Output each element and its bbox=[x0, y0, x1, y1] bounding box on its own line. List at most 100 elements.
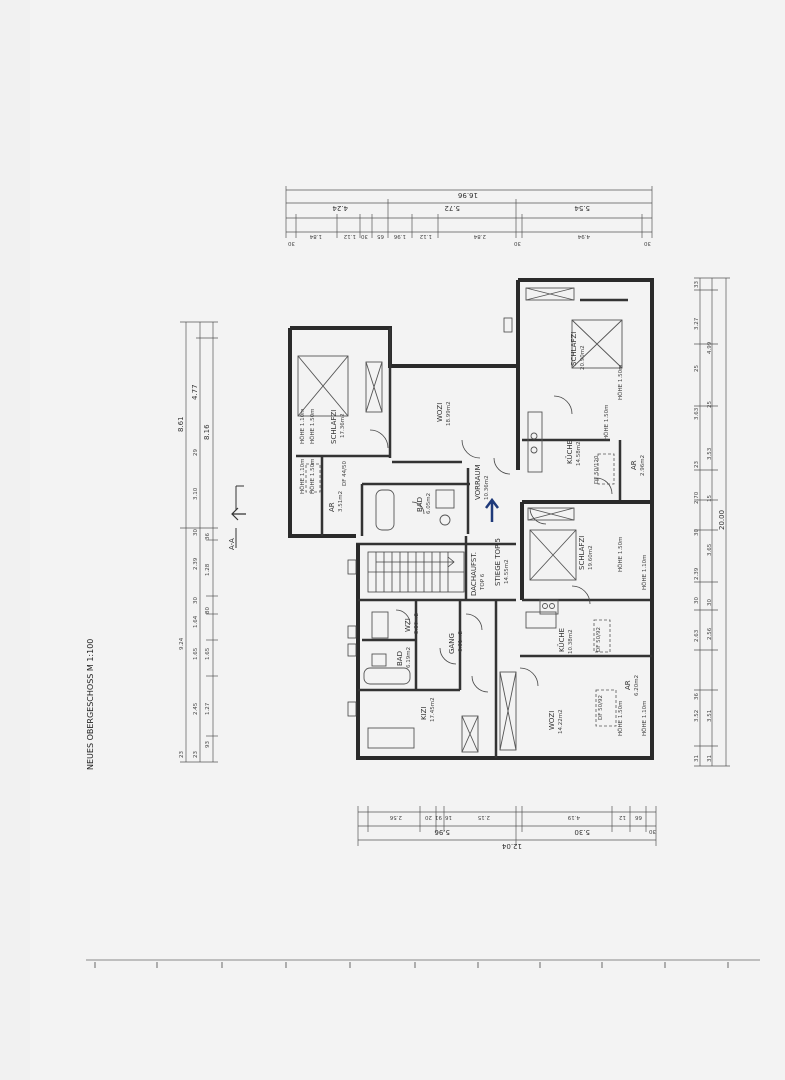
room-kueche-s-name: KÜCHE bbox=[557, 628, 566, 652]
room-stiege-area: 14.55m2 bbox=[504, 559, 510, 584]
room-ar-s-name: AR bbox=[624, 680, 632, 690]
room-wzi-name: WZI bbox=[404, 618, 412, 632]
dim-right-d: 3.53 bbox=[707, 447, 713, 460]
room-kizi-name: KIZI bbox=[420, 706, 428, 720]
room-schlafzi-e-h2: HÖHE 1.10m bbox=[641, 555, 648, 590]
dim-right-r3-d: 23 bbox=[694, 461, 700, 468]
dim-right-h: 2.63 bbox=[694, 629, 700, 642]
dim-right-i: 2.56 bbox=[707, 627, 713, 640]
room-schlafzi-nw-name: SCHLAFZI bbox=[330, 410, 338, 444]
room-wozi-n-name: WOZI bbox=[436, 403, 444, 422]
dimension-chain-left: 8.61 4.77 8.16 3.10 29 2.39 9.24 1.64 30… bbox=[177, 321, 218, 763]
room-schlafzi-ne-area: 20.90m2 bbox=[580, 345, 586, 370]
dim-top-row2-c: 5.54 bbox=[574, 204, 590, 212]
dim-right-r3-g: 30 bbox=[694, 597, 700, 604]
dim-right-r3-b: 25 bbox=[694, 365, 700, 372]
dim-left-row4-l: 93 bbox=[205, 741, 211, 748]
dim-left-row2-b: 8.16 bbox=[203, 424, 211, 440]
dim-left-row4-j: 2.45 bbox=[193, 702, 199, 715]
dim-top-row3-b: 1.12 bbox=[344, 233, 356, 239]
dim-right-j: 3.52 bbox=[694, 710, 700, 722]
dim-top-row3-h: 4.94 bbox=[577, 233, 590, 239]
section-label: A-A bbox=[228, 538, 236, 550]
dim-left-row4-d: 80 bbox=[205, 607, 211, 614]
room-labels: SCHLAFZI 17.36m2 HÖHE 1.10m HÖHE 1.50m W… bbox=[299, 332, 648, 736]
dim-bottom-row2-b: 5.30 bbox=[574, 828, 590, 836]
dim-left-overall: 8.61 bbox=[177, 416, 185, 432]
dim-left-row4-g: 36 bbox=[205, 533, 211, 540]
room-wozi-s-h1: HÖHE 1.50m bbox=[617, 701, 624, 736]
dim-right-overall: 20.00 bbox=[718, 510, 726, 530]
room-vorraum-area: 10.36m2 bbox=[484, 475, 490, 500]
room-dachaufst-name: DACHAUFST. bbox=[470, 552, 478, 596]
dim-bottom-r3-f: 4.19 bbox=[567, 814, 580, 820]
dim-bottom-r3-h: 66 bbox=[635, 814, 642, 820]
dim-left-row2-a: 4.77 bbox=[191, 384, 199, 400]
dim-right-r3-e: 15 bbox=[707, 495, 713, 502]
room-ar-ne-area: 2.96m2 bbox=[640, 455, 646, 476]
entrance-arrow-icon bbox=[485, 497, 499, 522]
dim-top-row3-f: 1.12 bbox=[420, 233, 432, 239]
room-ar-s-area: 6.20m2 bbox=[634, 675, 640, 696]
dim-left-row4-n: 23 bbox=[193, 751, 199, 758]
room-schlafzi-e-h1: HÖHE 1.50m bbox=[617, 537, 624, 572]
room-vorraum-name: VORRAUM bbox=[474, 464, 482, 500]
dim-right-r3-a: 33 bbox=[694, 281, 700, 288]
dim-top-row4-c: 30 bbox=[644, 240, 651, 246]
dim-right-b: 3.27 bbox=[694, 317, 700, 330]
room-ar-n-name: AR bbox=[328, 502, 336, 512]
room-schlafzi-nw-h1: HÖHE 1.10m bbox=[299, 409, 306, 444]
room-ar-n-area: 3.51m2 bbox=[338, 491, 344, 512]
room-kueche-s-note: DF 50/92 bbox=[596, 627, 602, 652]
dim-right-k: 3.51 bbox=[707, 710, 713, 722]
room-gang-name: GANG bbox=[448, 633, 456, 654]
dim-right-r3-h: 30 bbox=[707, 599, 713, 606]
dim-top-row3-d: 65 bbox=[377, 233, 384, 239]
dimension-chain-bottom: 2.56 20 91 16 2.15 4.19 12 66 30 5.96 5.… bbox=[357, 806, 657, 850]
dim-bottom-r3-a: 2.56 bbox=[389, 814, 402, 820]
section-marker: A-A bbox=[228, 485, 246, 550]
dim-left-row4-e: 1.28 bbox=[205, 563, 211, 576]
room-ar-n-h2: HÖHE 1.50m bbox=[309, 459, 316, 494]
room-ar-n-note: DF 44/50 bbox=[342, 461, 348, 486]
dim-top-row3-e: 1.96 bbox=[393, 233, 406, 239]
dim-right-r3-k: 31 bbox=[707, 755, 713, 762]
room-schlafzi-nw-area: 17.36m2 bbox=[340, 413, 346, 438]
dim-right-r3-c: 25 bbox=[707, 401, 713, 408]
room-kueche-n-note: DF 50/120 bbox=[594, 455, 600, 484]
dim-bottom-r3-b: 20 bbox=[425, 814, 432, 820]
dim-left-row4-b: 1.64 bbox=[193, 615, 199, 628]
dim-bottom-r3-d: 16 bbox=[445, 814, 452, 820]
room-schlafzi-nw-h2: HÖHE 1.50m bbox=[309, 409, 316, 444]
room-schlafzi-e-area: 19.60m2 bbox=[588, 545, 594, 570]
dim-left-row4-i: 1.65 bbox=[205, 647, 211, 660]
dim-left-row4-c: 30 bbox=[193, 597, 199, 604]
dim-top-row3-g: 2.84 bbox=[473, 233, 486, 239]
dim-right-r3-f: 30 bbox=[694, 529, 700, 536]
dim-bottom-overall: 12.04 bbox=[501, 842, 522, 850]
room-kueche-s-area: 10.38m2 bbox=[568, 629, 574, 654]
dim-top-overall: 16.96 bbox=[457, 191, 478, 199]
room-schlafzi-ne-name: SCHLAFZI bbox=[570, 332, 578, 366]
room-ar-ne-name: AR bbox=[630, 460, 638, 470]
dim-left-row4-k: 1.27 bbox=[205, 702, 211, 715]
dim-left-row3-a: 3.10 bbox=[193, 487, 199, 500]
room-bad-n-area: 6.05m2 bbox=[426, 493, 432, 514]
dim-bottom-r3-c: 91 bbox=[435, 814, 442, 820]
dim-right-c: 3.63 bbox=[694, 407, 700, 420]
dim-left-row4-m: 23 bbox=[179, 751, 185, 758]
dim-bottom-row2-a: 5.96 bbox=[434, 828, 450, 836]
dim-left-row4-h: 1.65 bbox=[193, 647, 199, 660]
skylights bbox=[305, 453, 617, 727]
dim-bottom-r3-i: 30 bbox=[649, 828, 656, 834]
dim-right-a: 4.99 bbox=[707, 341, 713, 354]
room-bad-n-name: BAD bbox=[416, 497, 424, 512]
dim-top-row4-a: 30 bbox=[288, 240, 295, 246]
room-kueche-n-area: 14.58m2 bbox=[576, 441, 582, 466]
dim-right-r3-j: 31 bbox=[694, 755, 700, 762]
margin-ticks bbox=[94, 962, 729, 968]
room-stiege-name: STIEGE TOP 5 bbox=[494, 538, 502, 586]
room-wzi-area: 5.80m2 bbox=[414, 613, 420, 634]
